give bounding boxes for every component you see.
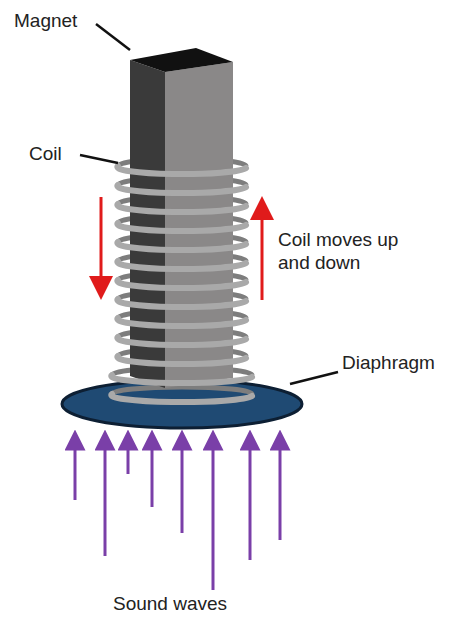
sound-wave-arrow bbox=[279, 440, 282, 540]
sound-wave-arrow bbox=[127, 440, 130, 474]
coil-winding bbox=[117, 204, 246, 212]
part-label: Coil moves up and down bbox=[278, 229, 428, 275]
leader-line bbox=[96, 24, 130, 50]
coil-winding bbox=[117, 223, 246, 231]
coil-winding bbox=[112, 387, 252, 394]
coil-front bbox=[111, 166, 252, 402]
coil-winding bbox=[117, 261, 246, 269]
sound-wave-arrows bbox=[75, 440, 280, 590]
sound-wave-arrow bbox=[249, 440, 252, 560]
part-label: Diaphragm bbox=[342, 352, 435, 375]
part-label: Magnet bbox=[14, 10, 77, 33]
coil-winding bbox=[117, 280, 246, 288]
coil-winding bbox=[117, 318, 246, 326]
part-label: Sound waves bbox=[113, 593, 227, 616]
sound-wave-arrow bbox=[74, 440, 77, 500]
coil-winding bbox=[111, 375, 252, 383]
sound-wave-arrow bbox=[181, 440, 184, 533]
part-label: Coil bbox=[29, 143, 62, 166]
up-arrow bbox=[261, 208, 264, 300]
coil-winding bbox=[111, 394, 252, 402]
leader-line bbox=[80, 155, 118, 163]
magnet bbox=[130, 48, 233, 388]
coil-winding bbox=[117, 356, 246, 364]
coil-winding bbox=[117, 166, 246, 174]
sound-wave-arrow bbox=[212, 440, 215, 590]
coil-winding bbox=[117, 299, 246, 307]
coil-winding bbox=[117, 242, 246, 250]
coil-winding bbox=[117, 185, 246, 193]
coil-winding bbox=[117, 337, 246, 345]
sound-wave-arrow bbox=[151, 440, 154, 507]
sound-wave-arrow bbox=[104, 440, 107, 556]
diaphragm bbox=[62, 380, 302, 428]
down-arrow bbox=[100, 197, 103, 288]
leader-line bbox=[290, 372, 338, 384]
